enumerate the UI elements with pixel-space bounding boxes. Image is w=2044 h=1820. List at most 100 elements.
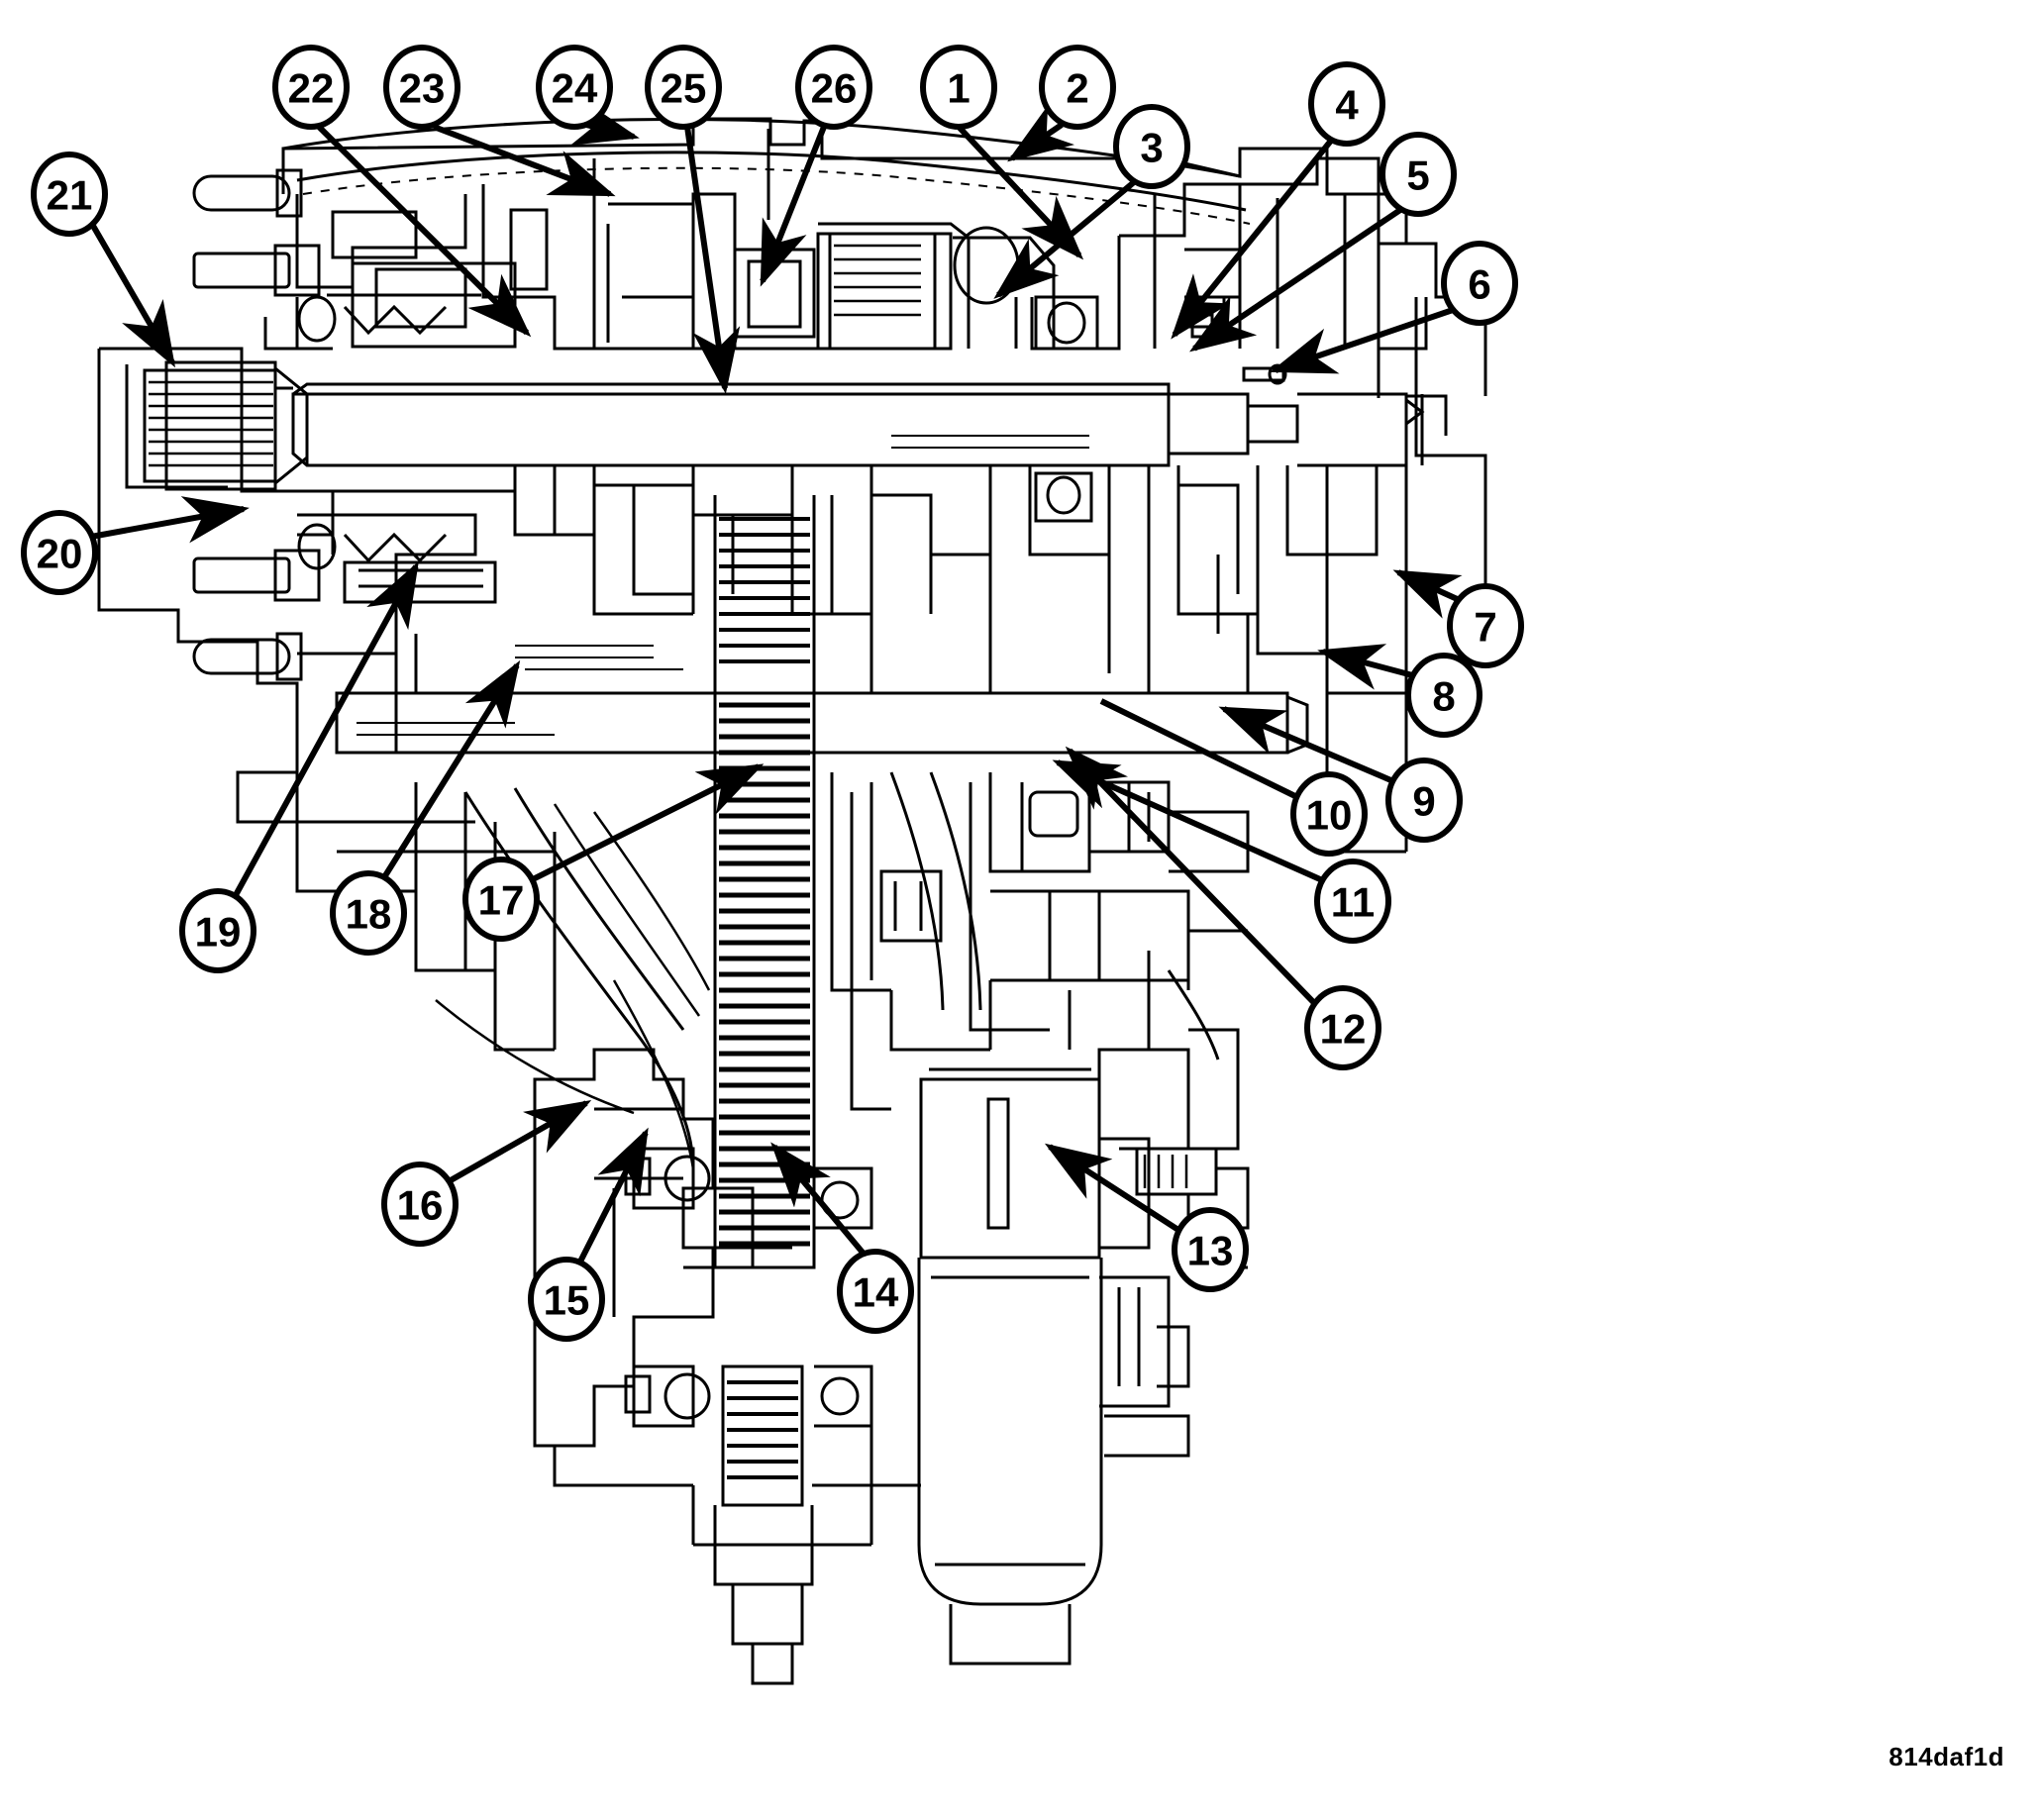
callout-20[interactable]: 20 <box>21 510 98 595</box>
callout-bubble-24[interactable] <box>536 45 613 130</box>
callout-16[interactable]: 16 <box>381 1162 459 1247</box>
callout-number-24: 24 <box>552 65 598 112</box>
callout-number-14: 14 <box>853 1269 899 1316</box>
callout-7[interactable]: 7 <box>1447 583 1524 668</box>
callout-bubble-20[interactable] <box>21 510 98 595</box>
callout-bubble-11[interactable] <box>1314 859 1391 944</box>
callout-bubble-3[interactable] <box>1113 104 1190 189</box>
callout-number-13: 13 <box>1187 1228 1234 1274</box>
callout-bubble-15[interactable] <box>528 1257 605 1342</box>
callout-bubble-4[interactable] <box>1308 61 1385 147</box>
leader-line-14 <box>770 1142 867 1256</box>
leader-line-17 <box>523 763 765 886</box>
callout-bubble-9[interactable] <box>1385 758 1463 843</box>
callout-10[interactable]: 10 <box>1290 771 1368 857</box>
callout-26[interactable]: 26 <box>795 45 872 130</box>
callout-number-4: 4 <box>1335 82 1359 129</box>
callout-2[interactable]: 2 <box>1039 45 1116 130</box>
leader-line-10 <box>1099 698 1305 803</box>
callout-5[interactable]: 5 <box>1380 132 1457 217</box>
callout-18[interactable]: 18 <box>330 870 407 956</box>
callout-bubble-19[interactable] <box>179 888 256 973</box>
callout-bubble-13[interactable] <box>1172 1207 1249 1292</box>
callout-bubble-25[interactable] <box>645 45 722 130</box>
callout-number-7: 7 <box>1474 604 1496 651</box>
callout-number-2: 2 <box>1066 65 1088 112</box>
leader-line-9 <box>1218 706 1402 787</box>
callout-24[interactable]: 24 <box>536 45 613 130</box>
callout-number-5: 5 <box>1406 152 1429 199</box>
leader-line-2 <box>1007 105 1075 162</box>
callout-bubble-21[interactable] <box>31 152 108 237</box>
callout-bubble-17[interactable] <box>462 857 540 942</box>
callout-number-10: 10 <box>1306 792 1353 839</box>
callout-bubble-23[interactable] <box>383 45 460 130</box>
callout-bubble-1[interactable] <box>920 45 997 130</box>
leader-line-21 <box>90 224 176 368</box>
leader-line-6 <box>1270 306 1457 374</box>
callout-11[interactable]: 11 <box>1314 859 1391 944</box>
leader-line-5 <box>1189 207 1402 353</box>
figure-id-label: 814daf1d <box>1889 1742 2004 1771</box>
leader-line-1 <box>956 124 1084 260</box>
leader-line-25 <box>684 126 741 394</box>
callout-bubble-10[interactable] <box>1290 771 1368 857</box>
callout-23[interactable]: 23 <box>383 45 460 130</box>
callout-bubble-18[interactable] <box>330 870 407 956</box>
leader-line-15 <box>577 1127 649 1264</box>
leader-line-24 <box>569 99 640 146</box>
callout-number-16: 16 <box>397 1182 444 1229</box>
leader-line-26 <box>760 125 827 287</box>
callout-bubble-6[interactable] <box>1441 241 1518 326</box>
callout-4[interactable]: 4 <box>1308 61 1385 147</box>
leader-line-16 <box>442 1100 592 1187</box>
callout-number-25: 25 <box>661 65 707 112</box>
callout-12[interactable]: 12 <box>1304 985 1381 1070</box>
leader-line-13 <box>1044 1143 1186 1237</box>
callout-6[interactable]: 6 <box>1441 241 1518 326</box>
leader-line-23 <box>432 124 616 197</box>
callout-1[interactable]: 1 <box>920 45 997 130</box>
callout-bubble-12[interactable] <box>1304 985 1381 1070</box>
callout-bubble-16[interactable] <box>381 1162 459 1247</box>
callout-21[interactable]: 21 <box>31 152 108 237</box>
callout-14[interactable]: 14 <box>837 1249 914 1334</box>
callout-3[interactable]: 3 <box>1113 104 1190 189</box>
callout-number-26: 26 <box>811 65 858 112</box>
leader-line-8 <box>1317 644 1421 690</box>
callout-8[interactable]: 8 <box>1405 653 1482 738</box>
callout-number-23: 23 <box>399 65 446 112</box>
callout-13[interactable]: 13 <box>1172 1207 1249 1292</box>
leader-line-12 <box>1065 746 1322 1011</box>
callout-19[interactable]: 19 <box>179 888 256 973</box>
leader-line-3 <box>993 179 1136 299</box>
leader-line-22 <box>316 124 532 338</box>
callout-number-6: 6 <box>1468 261 1490 308</box>
callout-number-22: 22 <box>288 65 335 112</box>
callout-bubble-14[interactable] <box>837 1249 914 1334</box>
callout-bubble-22[interactable] <box>272 45 350 130</box>
callout-number-17: 17 <box>478 877 525 924</box>
callout-bubble-26[interactable] <box>795 45 872 130</box>
leader-line-18 <box>381 659 521 879</box>
callout-number-15: 15 <box>544 1277 590 1324</box>
callout-15[interactable]: 15 <box>528 1257 605 1342</box>
mechanism-artwork <box>97 117 1487 1685</box>
callout-9[interactable]: 9 <box>1385 758 1463 843</box>
callout-bubble-7[interactable] <box>1447 583 1524 668</box>
callout-bubble-5[interactable] <box>1380 132 1457 217</box>
leader-line-7 <box>1392 569 1466 619</box>
callout-17[interactable]: 17 <box>462 857 540 942</box>
callout-bubble-8[interactable] <box>1405 653 1482 738</box>
callout-number-3: 3 <box>1140 125 1163 171</box>
callout-number-18: 18 <box>346 891 392 938</box>
callout-bubble-2[interactable] <box>1039 45 1116 130</box>
callout-number-12: 12 <box>1320 1006 1367 1053</box>
callout-number-21: 21 <box>47 172 93 219</box>
callout-number-19: 19 <box>195 909 242 956</box>
callout-25[interactable]: 25 <box>645 45 722 130</box>
callout-22[interactable]: 22 <box>272 45 350 130</box>
